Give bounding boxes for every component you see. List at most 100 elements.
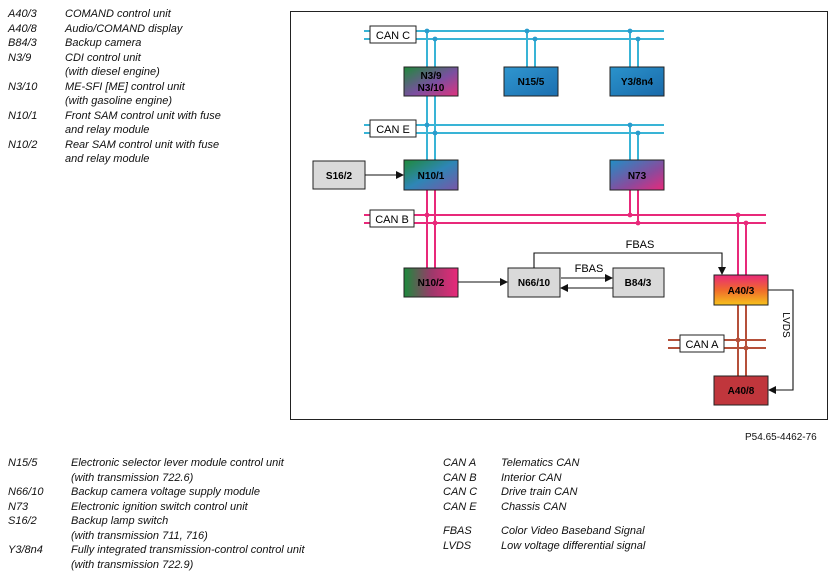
legend-description: CDI control unit xyxy=(65,51,141,64)
legend-code: N15/5 xyxy=(8,457,38,469)
legend-description: (with transmission 722.9) xyxy=(71,558,194,571)
legend-code: N3/10 xyxy=(8,80,38,93)
legend-description: Interior CAN xyxy=(501,471,562,484)
legend-code: S16/2 xyxy=(8,515,37,527)
bus-label-can-a: CAN A xyxy=(679,334,725,353)
lvds-label: LVDS xyxy=(780,312,791,338)
svg-text:N15/5: N15/5 xyxy=(518,77,545,88)
legend-bottom-left: N15/5 Electronic selector lever module co… xyxy=(8,456,428,572)
legend-code: A40/8 xyxy=(8,22,37,35)
legend-code: LVDS xyxy=(443,539,472,552)
diagram-frame xyxy=(290,11,828,420)
legend-code: N10/2 xyxy=(8,138,38,151)
legend-description: Low voltage differential signal xyxy=(501,539,646,552)
legend-code: CAN C xyxy=(443,486,478,498)
unit-n15-5: N15/5 xyxy=(503,66,559,97)
svg-text:A40/8: A40/8 xyxy=(728,386,755,397)
unit-a40-8: A40/8 xyxy=(713,375,769,406)
legend-code: N3/9 xyxy=(8,51,32,64)
legend-entry: Y3/8n4 Fully integrated transmission-cont… xyxy=(8,543,428,572)
legend-description: Backup camera voltage supply module xyxy=(71,486,260,498)
svg-text:CAN B: CAN B xyxy=(375,214,409,226)
legend-description: and relay module xyxy=(65,153,150,165)
legend-description: Backup camera xyxy=(65,37,142,49)
unit-n3-9: N3/9 N3/10 xyxy=(403,66,459,97)
svg-text:N73: N73 xyxy=(628,171,647,182)
unit-s16-2: S16/2 xyxy=(312,160,366,190)
legend-description: and relay module xyxy=(65,124,150,136)
fbas-top-label: FBAS xyxy=(626,239,655,251)
unit-a40-3: A40/3 xyxy=(713,274,769,306)
signal-arrows xyxy=(365,171,794,394)
svg-text:N3/9: N3/9 xyxy=(420,71,442,82)
svg-text:N10/1: N10/1 xyxy=(418,171,445,182)
legend-description: Rear SAM control unit with fuse xyxy=(65,138,220,151)
junction-dots xyxy=(424,28,641,136)
legend-code: Y3/8n4 xyxy=(8,544,43,556)
legend-description: Backup lamp switch xyxy=(71,515,169,527)
unit-n73: N73 xyxy=(609,159,665,191)
svg-text:CAN C: CAN C xyxy=(376,30,410,42)
legend-entry: S16/2 Backup lamp switch (with transmissio… xyxy=(8,514,428,543)
legend-code: A40/3 xyxy=(8,8,37,20)
legend-entry: A40/8 Audio/COMAND display xyxy=(8,22,288,37)
unit-n10-2: N10/2 xyxy=(403,267,459,298)
unit-n66-10: N66/10 xyxy=(507,267,561,298)
legend-code: N73 xyxy=(8,500,29,513)
legend-description: Audio/COMAND display xyxy=(65,22,183,35)
unit-b84-3: B84/3 xyxy=(612,267,665,298)
legend-entry: N66/10 Backup camera voltage supply modul… xyxy=(8,485,428,500)
legend-description: Drive train CAN xyxy=(501,486,578,498)
legend-description: Color Video Baseband Signal xyxy=(501,525,645,537)
junction-dots-pink xyxy=(424,212,749,226)
legend-description: Electronic ignition switch control unit xyxy=(71,500,248,513)
legend-description: ME-SFI [ME] control unit xyxy=(65,80,185,93)
legend-code: FBAS xyxy=(443,525,472,537)
legend-code: CAN E xyxy=(443,500,477,513)
bus-label-can-c: CAN C xyxy=(369,25,417,44)
svg-text:CAN A: CAN A xyxy=(685,339,719,351)
svg-text:B84/3: B84/3 xyxy=(625,278,652,289)
svg-text:A40/3: A40/3 xyxy=(728,286,755,297)
legend-entry: N3/9 CDI control unit (with diesel engine) xyxy=(8,51,288,80)
legend-description: (with transmission 711, 716) xyxy=(71,529,208,542)
legend-entry: LVDS Low voltage differential signal xyxy=(443,539,833,554)
legend-description: Electronic selector lever module control… xyxy=(71,457,284,469)
legend-code: CAN B xyxy=(443,471,477,484)
figure-reference: P54.65-4462-76 xyxy=(745,432,817,443)
legend-code: CAN A xyxy=(443,457,477,469)
fbas-mid-label: FBAS xyxy=(575,263,604,275)
legend-entry: N3/10 ME-SFI [ME] control unit (with gasol… xyxy=(8,80,288,109)
legend-description: (with diesel engine) xyxy=(65,66,160,78)
svg-text:Y3/8n4: Y3/8n4 xyxy=(621,77,654,88)
legend-description: Chassis CAN xyxy=(501,500,567,513)
legend-description: (with gasoline engine) xyxy=(65,95,173,107)
bus-label-can-b: CAN B xyxy=(369,209,415,228)
legend-entry: N10/2 Rear SAM control unit with fuse and … xyxy=(8,138,288,167)
legend-description: Fully integrated transmission-control co… xyxy=(71,544,305,556)
svg-text:N3/10: N3/10 xyxy=(418,83,445,94)
legend-entry: FBAS Color Video Baseband Signal xyxy=(443,524,833,539)
svg-text:S16/2: S16/2 xyxy=(326,171,353,182)
svg-text:N66/10: N66/10 xyxy=(518,278,551,289)
legend-code: N10/1 xyxy=(8,109,38,122)
legend-entry: B84/3 Backup camera xyxy=(8,36,288,51)
legend-entry: CAN B Interior CAN xyxy=(443,471,833,486)
legend-code: N66/10 xyxy=(8,486,44,498)
unit-n10-1: N10/1 xyxy=(403,159,459,191)
legend-description: (with transmission 722.6) xyxy=(71,471,194,484)
legend-code: B84/3 xyxy=(8,37,37,49)
junction-dots-can-a xyxy=(735,337,749,351)
svg-text:N10/2: N10/2 xyxy=(418,278,445,289)
legend-entry: N15/5 Electronic selector lever module co… xyxy=(8,456,428,485)
legend-entry: CAN C Drive train CAN xyxy=(443,485,833,500)
svg-text:CAN E: CAN E xyxy=(376,124,410,136)
legend-entry: CAN E Chassis CAN xyxy=(443,500,833,515)
legend-entry: N73 Electronic ignition switch control un… xyxy=(8,500,428,515)
